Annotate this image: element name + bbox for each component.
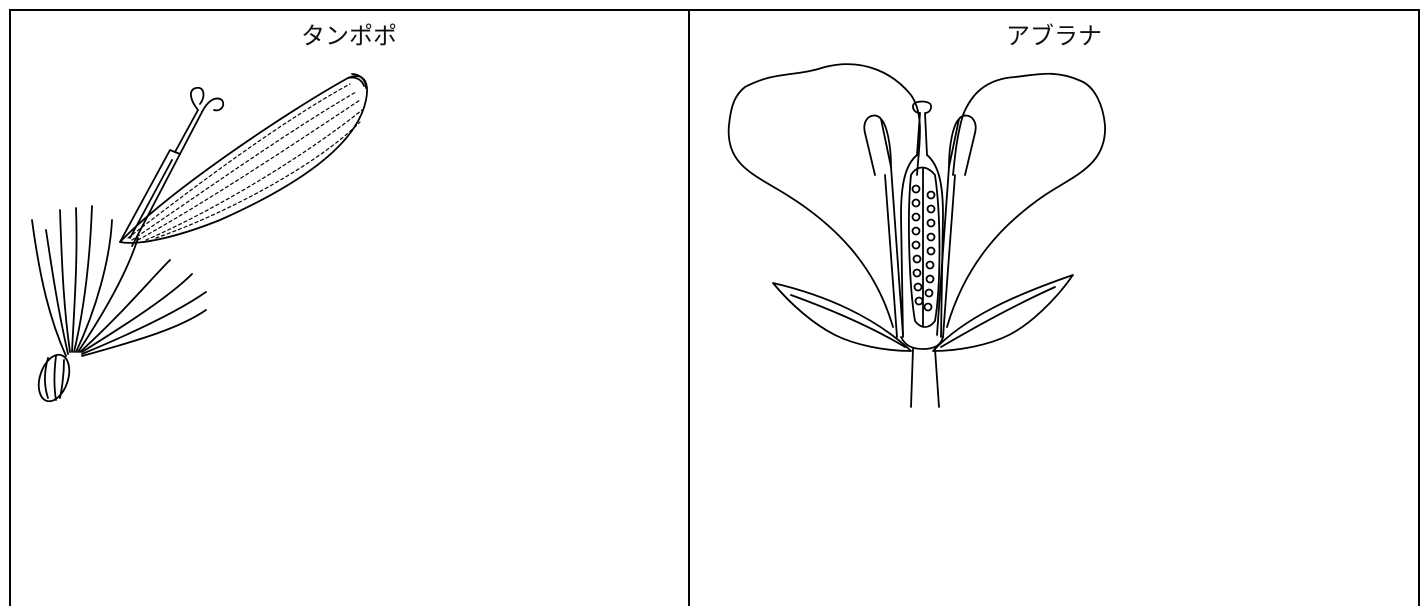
left-stamen [864, 115, 891, 175]
table-border-right [1418, 9, 1420, 606]
pistil [913, 102, 931, 156]
table-border-top [9, 9, 1419, 11]
stigma [191, 88, 204, 110]
table-border-left [9, 9, 11, 606]
right-petal [947, 74, 1105, 327]
rapeseed-title: アブラナ [1006, 16, 1102, 51]
table-divider [688, 9, 690, 606]
style [175, 110, 198, 152]
rapeseed-flower-drawing [715, 55, 1115, 415]
left-petal [729, 64, 920, 327]
stem [911, 349, 913, 407]
dandelion-title: タンポポ [301, 16, 397, 51]
dandelion-floret-drawing [20, 60, 400, 410]
ligule-petal [120, 76, 367, 243]
right-stamen [949, 115, 976, 175]
